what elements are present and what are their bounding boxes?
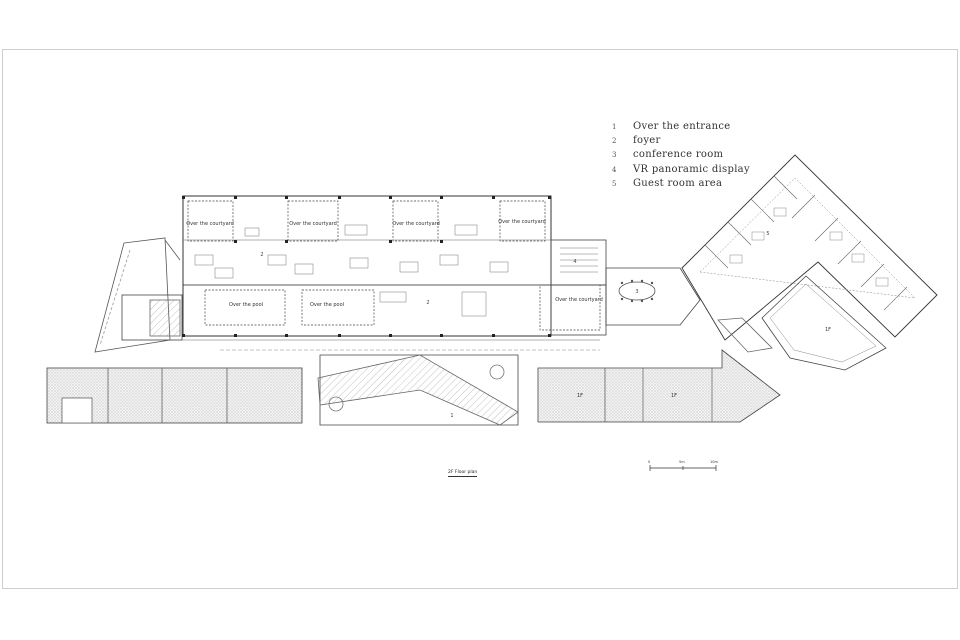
- roof-right: [537, 349, 781, 423]
- courtyard-label: Over the courtyard: [289, 221, 337, 227]
- courtyard-label: Over the courtyard: [392, 221, 440, 227]
- legend-label: foyer: [633, 135, 661, 147]
- plan-title: 2F Floor plan: [448, 470, 478, 477]
- legend-number: 1: [612, 123, 617, 131]
- legend-item: 1 Over the entrance: [612, 120, 750, 134]
- legend-item: 2 foyer: [612, 134, 750, 148]
- lower-level-label: 1F: [824, 327, 832, 333]
- legend-number: 3: [612, 151, 617, 160]
- courtyard-label: Over the courtyard: [555, 297, 603, 303]
- pool-label: Over the pool: [309, 302, 345, 308]
- scale-end: 10m: [710, 460, 718, 464]
- roof-left: [46, 367, 303, 424]
- legend-number: 2: [612, 137, 617, 146]
- area-number-entrance: 1: [450, 413, 454, 419]
- guest-room-wing: [681, 154, 938, 341]
- scale-bar: [649, 465, 717, 471]
- legend-number: 4: [612, 165, 617, 174]
- courtyard-label: Over the courtyard: [498, 219, 546, 225]
- scale-start: 0: [648, 460, 651, 464]
- legend-label: Over the entrance: [633, 121, 731, 132]
- legend-number: 5: [612, 179, 617, 188]
- area-number-guest-rooms: 5: [766, 231, 770, 237]
- lower-level-label: 1F: [670, 393, 678, 399]
- legend-label: conference room: [633, 149, 724, 161]
- roof-block-right: [717, 275, 887, 371]
- area-number-foyer: 2: [426, 300, 430, 306]
- area-number-foyer: 2: [260, 252, 264, 258]
- legend-item: 4 VR panoramic display: [612, 163, 750, 177]
- legend-item: 5 Guest room area: [612, 177, 750, 191]
- main-block: [140, 195, 601, 351]
- area-number-conference: 3: [635, 289, 639, 295]
- pool-label: Over the pool: [228, 302, 264, 308]
- legend-item: 3 conference room: [612, 148, 750, 162]
- legend-label: Guest room area: [633, 177, 723, 189]
- legend: 1 Over the entrance 2 foyer 3 conference ro…: [612, 120, 750, 191]
- lower-level-label: 1F: [576, 393, 584, 399]
- conference-room: [605, 267, 701, 326]
- scale-mid: 5m: [679, 460, 685, 464]
- left-wing: [94, 237, 183, 353]
- link-block: [550, 239, 607, 336]
- entrance-canopy: [317, 354, 519, 426]
- legend-label: VR panoramic display: [633, 163, 750, 175]
- courtyard-label: Over the courtyard: [186, 221, 234, 227]
- area-number-vr: 4: [573, 259, 577, 265]
